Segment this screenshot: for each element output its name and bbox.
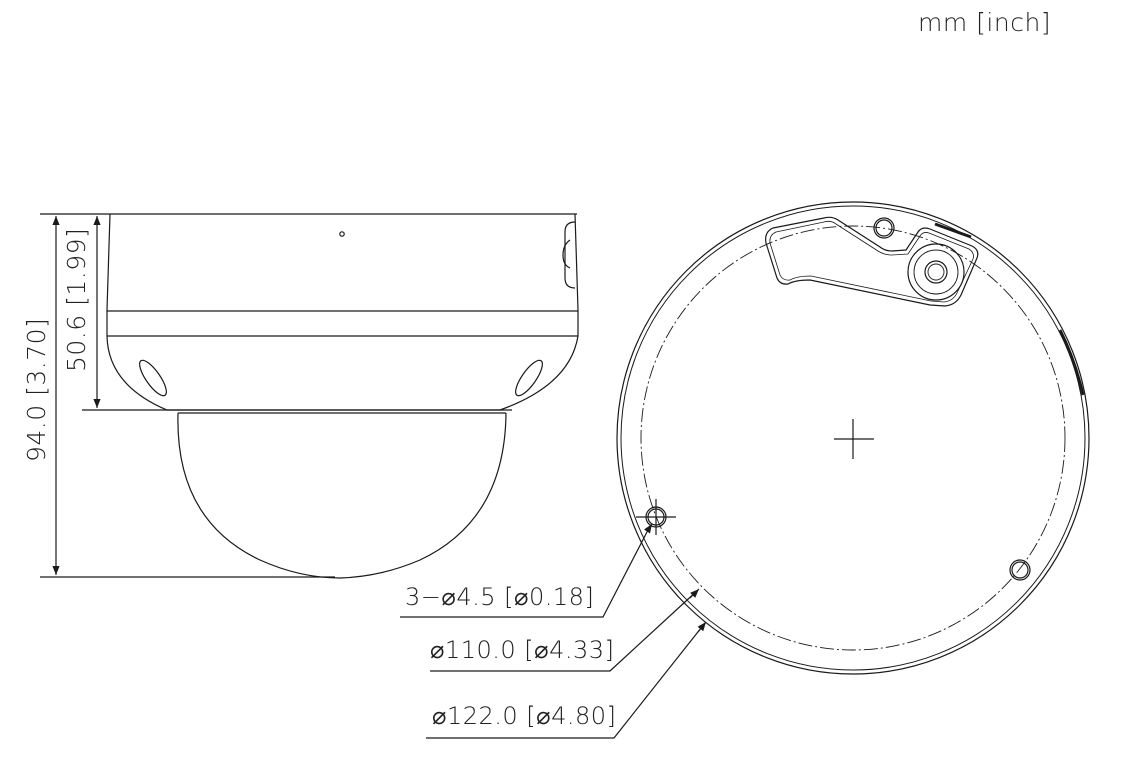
outer-ring-inner [620, 205, 1086, 671]
leader-mounting-holes [400, 529, 649, 618]
cable-grommet-mid [913, 249, 959, 295]
outer-diameter-label: ⌀122.0 [⌀4.80] [432, 702, 617, 730]
vent-left [139, 359, 167, 397]
dome-outline [177, 412, 507, 579]
leader-bolt-circle [430, 589, 699, 672]
mounting-hole-top [873, 217, 895, 239]
vent-right [515, 359, 543, 397]
bottom-view [400, 201, 1090, 739]
bolt-circle [640, 225, 1066, 651]
bolt-circle-diameter-label: ⌀110.0 [⌀4.33] [430, 636, 615, 664]
total-height-label: 94.0 [3.70] [22, 317, 51, 462]
cable-grommet-outer [907, 243, 965, 301]
outer-ring [616, 201, 1090, 675]
mounting-hole-right-inner [1011, 561, 1029, 579]
cable-grommet-core [927, 263, 945, 281]
leader-bolt-circle-arrow [689, 588, 700, 599]
housing-height-label: 50.6 [1.99] [62, 227, 91, 372]
cable-bracket [765, 216, 979, 307]
side-view [40, 213, 579, 579]
leader-mounting-holes-arrow [644, 523, 653, 534]
mounting-hole-top-inner [875, 219, 893, 237]
side-ridge [1058, 329, 1085, 396]
cable-bracket-inner [769, 220, 974, 303]
top-ridge [934, 222, 972, 239]
mounting-hole-right [1009, 559, 1031, 581]
units-label: mm [inch] [918, 8, 1052, 37]
indicator-hole [339, 231, 345, 237]
housing-outline [106, 213, 579, 411]
mounting-holes-label: 3−⌀4.5 [⌀0.18] [405, 583, 595, 611]
leader-outer-diameter-arrow [697, 621, 707, 633]
side-connector [564, 221, 576, 289]
leader-outer-diameter [426, 622, 706, 739]
side-connector-inner [562, 239, 571, 269]
cable-grommet-inner [924, 260, 948, 284]
